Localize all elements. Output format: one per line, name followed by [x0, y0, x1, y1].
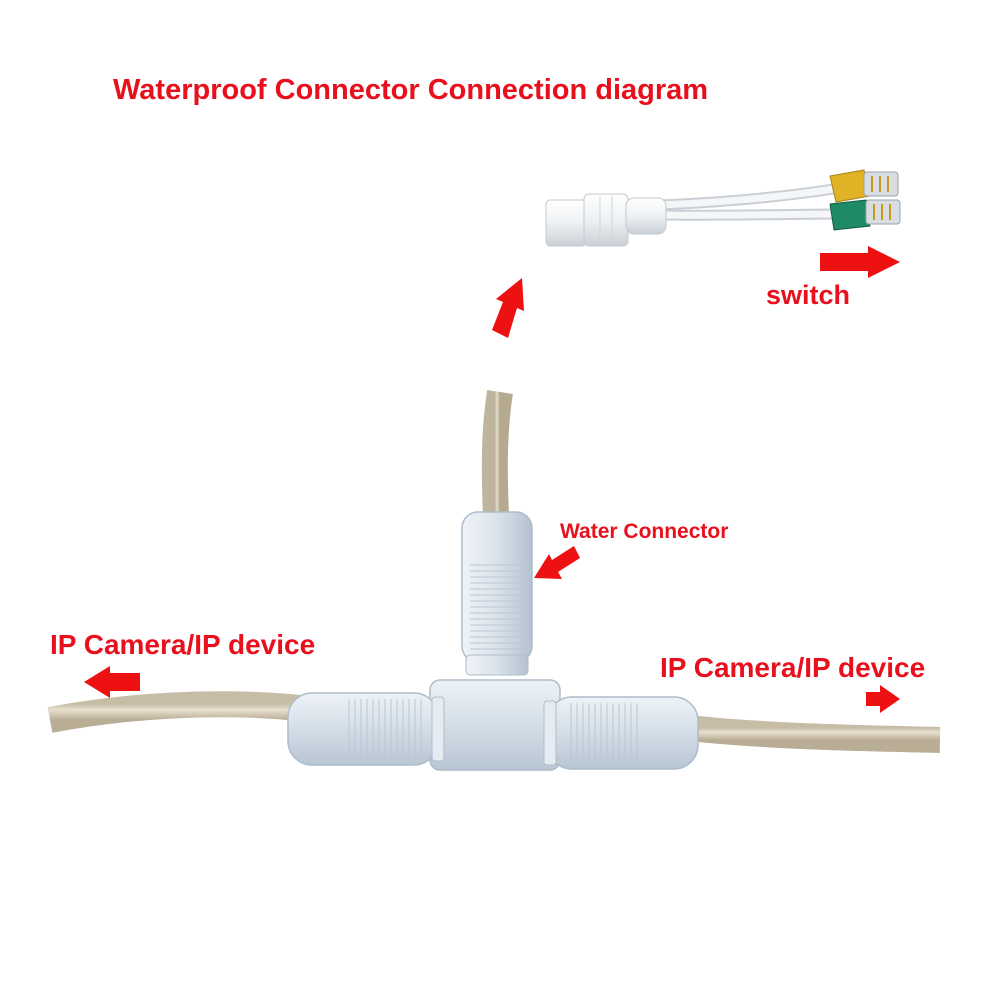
water-connector-label: Water Connector — [560, 520, 729, 543]
switch-label: switch — [766, 280, 851, 310]
rj45-plug-yellow — [829, 169, 899, 203]
splitter-cable — [545, 182, 841, 247]
water-connector — [287, 511, 699, 771]
arrow-up-right — [492, 278, 524, 338]
arrow-right-switch — [820, 246, 900, 278]
diagram-title: Waterproof Connector Connection diagram — [113, 74, 709, 106]
top-cable — [481, 389, 513, 516]
arrow-left-camera — [84, 666, 140, 698]
camera-right-label: IP Camera/IP device — [660, 652, 926, 683]
right-cable — [688, 715, 941, 753]
camera-left-label: IP Camera/IP device — [50, 629, 316, 660]
arrow-to-water-connector — [534, 546, 580, 579]
left-cable — [47, 691, 302, 733]
rj45-plug-green — [829, 199, 901, 231]
arrow-right-camera — [866, 685, 900, 713]
